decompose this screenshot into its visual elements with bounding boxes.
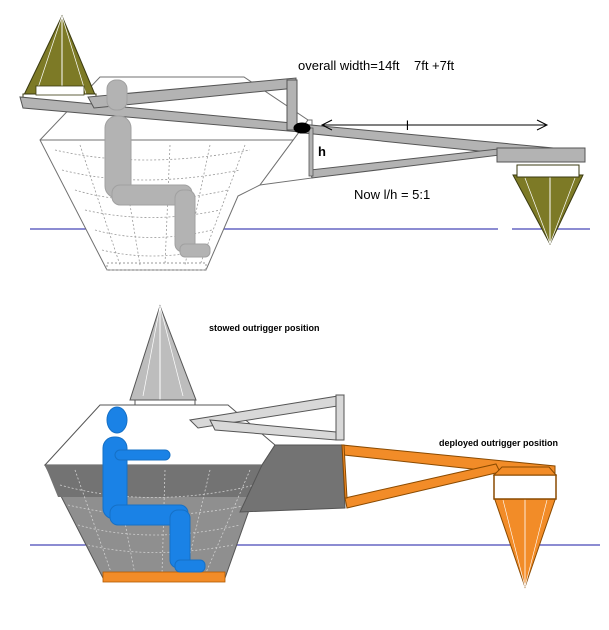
bottom-seated-person — [102, 406, 206, 573]
top-right-float — [512, 164, 584, 246]
deployed-outrigger-float — [492, 466, 558, 589]
length-dimension-arrow — [320, 119, 549, 131]
stowed-outrigger — [129, 304, 197, 417]
overall-width-label: overall width=14ft 7ft +7ft — [298, 58, 454, 73]
top-seated-person — [104, 79, 211, 258]
ratio-label: Now l/h = 5:1 — [354, 187, 430, 202]
height-label: h — [318, 144, 326, 159]
bottom-diagram: stowed outrigger position deployed outri… — [30, 304, 600, 589]
top-crossbeams — [19, 77, 586, 179]
hull-base — [102, 571, 226, 583]
top-left-float — [22, 14, 97, 105]
top-deck-box — [258, 119, 313, 186]
length-label: l — [406, 118, 409, 133]
top-diagram: overall width=14ft 7ft +7ft l h Now l/h … — [19, 14, 590, 271]
stowed-position-label: stowed outrigger position — [209, 323, 320, 333]
stowed-arm — [188, 394, 345, 441]
deployed-position-label: deployed outrigger position — [439, 438, 558, 448]
